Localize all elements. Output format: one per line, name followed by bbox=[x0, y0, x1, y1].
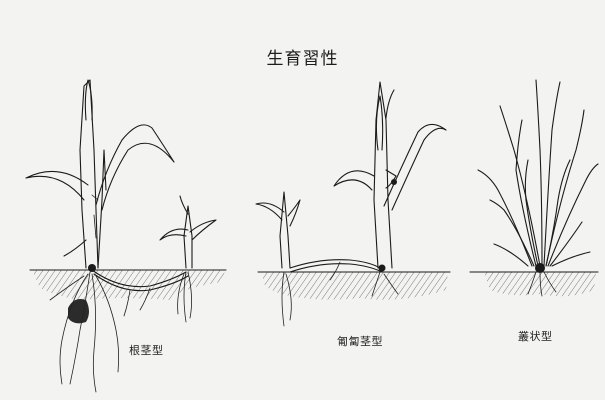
caption-stolon-type: 匍匐茎型 bbox=[337, 333, 383, 349]
rhizome-type-illustration bbox=[26, 80, 226, 392]
stolon-type-illustration bbox=[256, 82, 450, 326]
caption-bunch-type: 叢状型 bbox=[518, 328, 553, 344]
caption-rhizome-type: 根茎型 bbox=[129, 342, 164, 358]
bunch-type-illustration bbox=[470, 80, 598, 296]
